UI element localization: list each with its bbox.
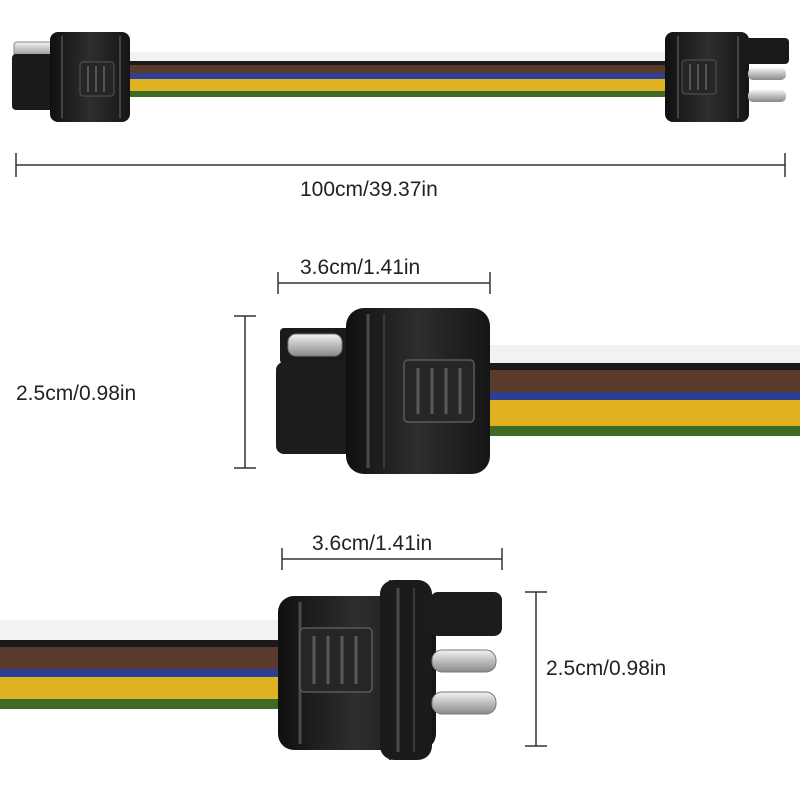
bottom-wire-bundle: [0, 620, 300, 709]
top-male-pin-2: [748, 90, 786, 102]
female-height-dimension: [234, 315, 256, 469]
bottom-male-pin-2: [431, 691, 497, 715]
mid-female-face: [276, 362, 356, 454]
full-harness: [12, 32, 789, 122]
top-male-pin-1: [748, 68, 786, 80]
male-width-label: 3.6cm/1.41in: [312, 532, 433, 555]
bottom-male-pin-1: [431, 649, 497, 673]
female-width-dimension: [277, 272, 491, 294]
top-wire-bundle: [120, 52, 680, 97]
overall-length-label: 100cm/39.37in: [300, 178, 438, 201]
bottom-male-grip: [299, 627, 373, 693]
bottom-male-collar: [380, 580, 432, 760]
mid-wire-bundle: [480, 345, 800, 436]
female-connector-closeup: [276, 308, 800, 474]
top-female-face: [12, 54, 58, 110]
male-height-dimension: [525, 591, 547, 747]
male-connector-closeup: [0, 580, 502, 760]
overall-length-dimension: [15, 153, 786, 177]
male-width-dimension: [281, 548, 503, 570]
bottom-male-tab: [430, 592, 502, 636]
male-height-label: 2.5cm/0.98in: [546, 657, 667, 680]
female-width-label: 3.6cm/1.41in: [300, 256, 421, 279]
female-height-label: 2.5cm/0.98in: [16, 382, 137, 405]
mid-female-pin: [287, 333, 343, 357]
top-male-tab: [745, 38, 789, 64]
top-male-connector: [665, 32, 789, 122]
mid-female-grip: [403, 359, 475, 423]
top-female-connector: [12, 32, 130, 122]
